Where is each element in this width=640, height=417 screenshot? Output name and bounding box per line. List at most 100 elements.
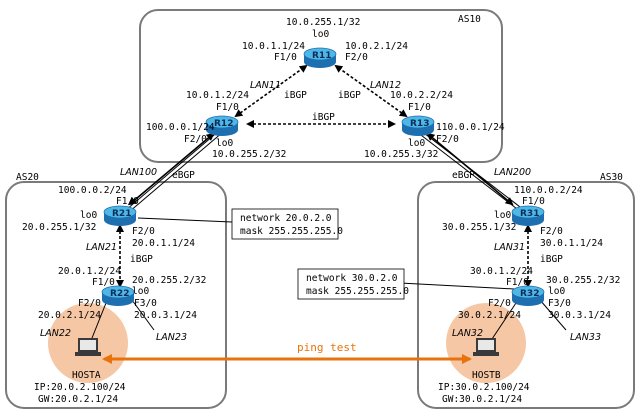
- router-r21[interactable]: R21: [103, 205, 137, 226]
- as20-box: [5, 181, 227, 409]
- r31-f10: F1/0: [522, 196, 545, 207]
- r13-f20: F2/0: [436, 134, 459, 145]
- as30-network-note-box: [297, 268, 405, 300]
- router-label-r21: R21: [112, 209, 131, 219]
- r22-lo-ip: 20.0.255.2/32: [132, 275, 206, 286]
- link-r21-note: [137, 217, 233, 223]
- as20-network-note-box: [231, 208, 339, 240]
- r11-lo-name: lo0: [312, 29, 329, 40]
- r11-f10: F1/0: [274, 52, 297, 63]
- r22-lo-name: lo0: [132, 286, 149, 297]
- as30-box: [417, 181, 635, 409]
- lan21-label: LAN21: [86, 242, 117, 253]
- r32-f30-ip: 30.0.3.1/24: [548, 310, 611, 321]
- r32-f30: F3/0: [548, 298, 571, 309]
- router-r31[interactable]: R31: [511, 205, 545, 226]
- ebgp-r12-r21: [128, 132, 215, 206]
- router-label-r12: R12: [214, 119, 233, 129]
- r22-f10: F1/0: [92, 277, 115, 288]
- r22-f30-ip: 20.0.3.1/24: [134, 310, 197, 321]
- lan22-label: LAN22: [40, 328, 71, 339]
- r12-f10: F1/0: [216, 102, 239, 113]
- ibgp-r11-r13-label: iBGP: [338, 90, 361, 101]
- link-r32-lan33: [539, 299, 567, 331]
- as30-label: AS30: [600, 172, 623, 183]
- r31-f20-ip: 30.0.1.1/24: [540, 238, 603, 249]
- bgp-sessions: [116, 64, 532, 288]
- lan32-label: LAN32: [452, 328, 483, 339]
- r13-lo-name: lo0: [408, 138, 425, 149]
- lan12-label: LAN12: [370, 80, 401, 91]
- r21-f10-ip: 100.0.0.2/24: [58, 185, 127, 196]
- r22-f10-ip: 20.0.1.2/24: [58, 266, 121, 277]
- hostb-name: HOSTB: [472, 370, 501, 381]
- as30-note-line1: network 30.0.2.0: [306, 273, 398, 284]
- lan31-label: LAN31: [494, 242, 525, 253]
- r11-f10-ip: 10.0.1.1/24: [242, 41, 305, 52]
- router-label-r32: R32: [520, 289, 539, 299]
- ibgp-r12-r13-label: iBGP: [312, 112, 335, 123]
- r12-f20: F2/0: [184, 134, 207, 145]
- r32-f20: F2/0: [488, 298, 511, 309]
- router-r32[interactable]: R32: [511, 285, 545, 306]
- r32-f10-ip: 30.0.1.2/24: [470, 266, 533, 277]
- router-r11[interactable]: R11: [303, 47, 337, 68]
- as10-box: [139, 9, 503, 163]
- r21-lo-ip: 20.0.255.1/32: [22, 222, 96, 233]
- ping-test-label: ping test: [297, 341, 357, 354]
- ibgp-r11-r12-label: iBGP: [284, 90, 307, 101]
- router-r12[interactable]: R12: [205, 115, 239, 136]
- hosta-ip: IP:20.0.2.100/24: [34, 382, 126, 393]
- ibgp-r13-r11: [334, 64, 408, 118]
- r13-f10: F1/0: [408, 102, 431, 113]
- r31-f20: F2/0: [540, 226, 563, 237]
- router-label-r13: R13: [410, 119, 429, 129]
- lan33-label: LAN33: [570, 332, 601, 343]
- lan100-label: LAN100: [120, 167, 157, 178]
- router-r22[interactable]: R22: [101, 285, 135, 306]
- hosta-pc-icon[interactable]: [75, 338, 101, 356]
- ebgp-r12-r21-label: eBGP: [172, 170, 195, 181]
- ibgp-r12-r11: [234, 64, 308, 118]
- r31-f10-ip: 110.0.0.2/24: [514, 185, 583, 196]
- r12-lo-ip: 10.0.255.2/32: [212, 149, 286, 160]
- as20-label: AS20: [16, 172, 39, 183]
- lan200-label: LAN200: [494, 167, 531, 178]
- hosta-name: HOSTA: [72, 370, 101, 381]
- link-r22-lan23: [131, 299, 155, 331]
- hostb-pc-icon[interactable]: [473, 338, 499, 356]
- hostb-gw: GW:30.0.2.1/24: [442, 394, 522, 405]
- r22-f20-ip: 20.0.2.1/24: [38, 310, 101, 321]
- ebgp-r13-r31: [426, 132, 514, 206]
- as20-note-line1: network 20.0.2.0: [240, 213, 332, 224]
- r31-lo-ip: 30.0.255.1/32: [442, 222, 516, 233]
- r11-f20-ip: 10.0.2.1/24: [345, 41, 408, 52]
- r32-lo-ip: 30.0.255.2/32: [546, 275, 620, 286]
- as10-label: AS10: [458, 14, 481, 25]
- r21-f20-ip: 20.0.1.1/24: [132, 238, 195, 249]
- r22-f20: F2/0: [78, 298, 101, 309]
- r21-f20: F2/0: [132, 226, 155, 237]
- r22-f30: F3/0: [134, 298, 157, 309]
- r12-lo-name: lo0: [216, 138, 233, 149]
- hostb-ip: IP:30.0.2.100/24: [438, 382, 530, 393]
- router-r13[interactable]: R13: [401, 115, 435, 136]
- as20-note-line2: mask 255.255.255.0: [240, 226, 343, 237]
- r21-f10: F1/0: [116, 196, 139, 207]
- ebgp-sessions: [128, 132, 514, 206]
- lan11-label: LAN11: [250, 80, 281, 91]
- r32-f20-ip: 30.0.2.1/24: [458, 310, 521, 321]
- r21-lo-name: lo0: [80, 210, 97, 221]
- link-r32-note: [399, 282, 515, 290]
- r13-lo-ip: 10.0.255.3/32: [364, 149, 438, 160]
- ibgp-r31-r32-label: iBGP: [540, 254, 563, 265]
- r32-lo-name: lo0: [548, 286, 565, 297]
- r12-f20-ip: 100.0.0.1/24: [146, 122, 215, 133]
- r31-lo-name: lo0: [494, 210, 511, 221]
- r12-f10-ip: 10.0.1.2/24: [186, 90, 249, 101]
- lan23-label: LAN23: [156, 332, 187, 343]
- as30-note-line2: mask 255.255.255.0: [306, 286, 409, 297]
- router-label-r22: R22: [110, 289, 129, 299]
- r13-f20-ip: 110.0.0.1/24: [436, 122, 505, 133]
